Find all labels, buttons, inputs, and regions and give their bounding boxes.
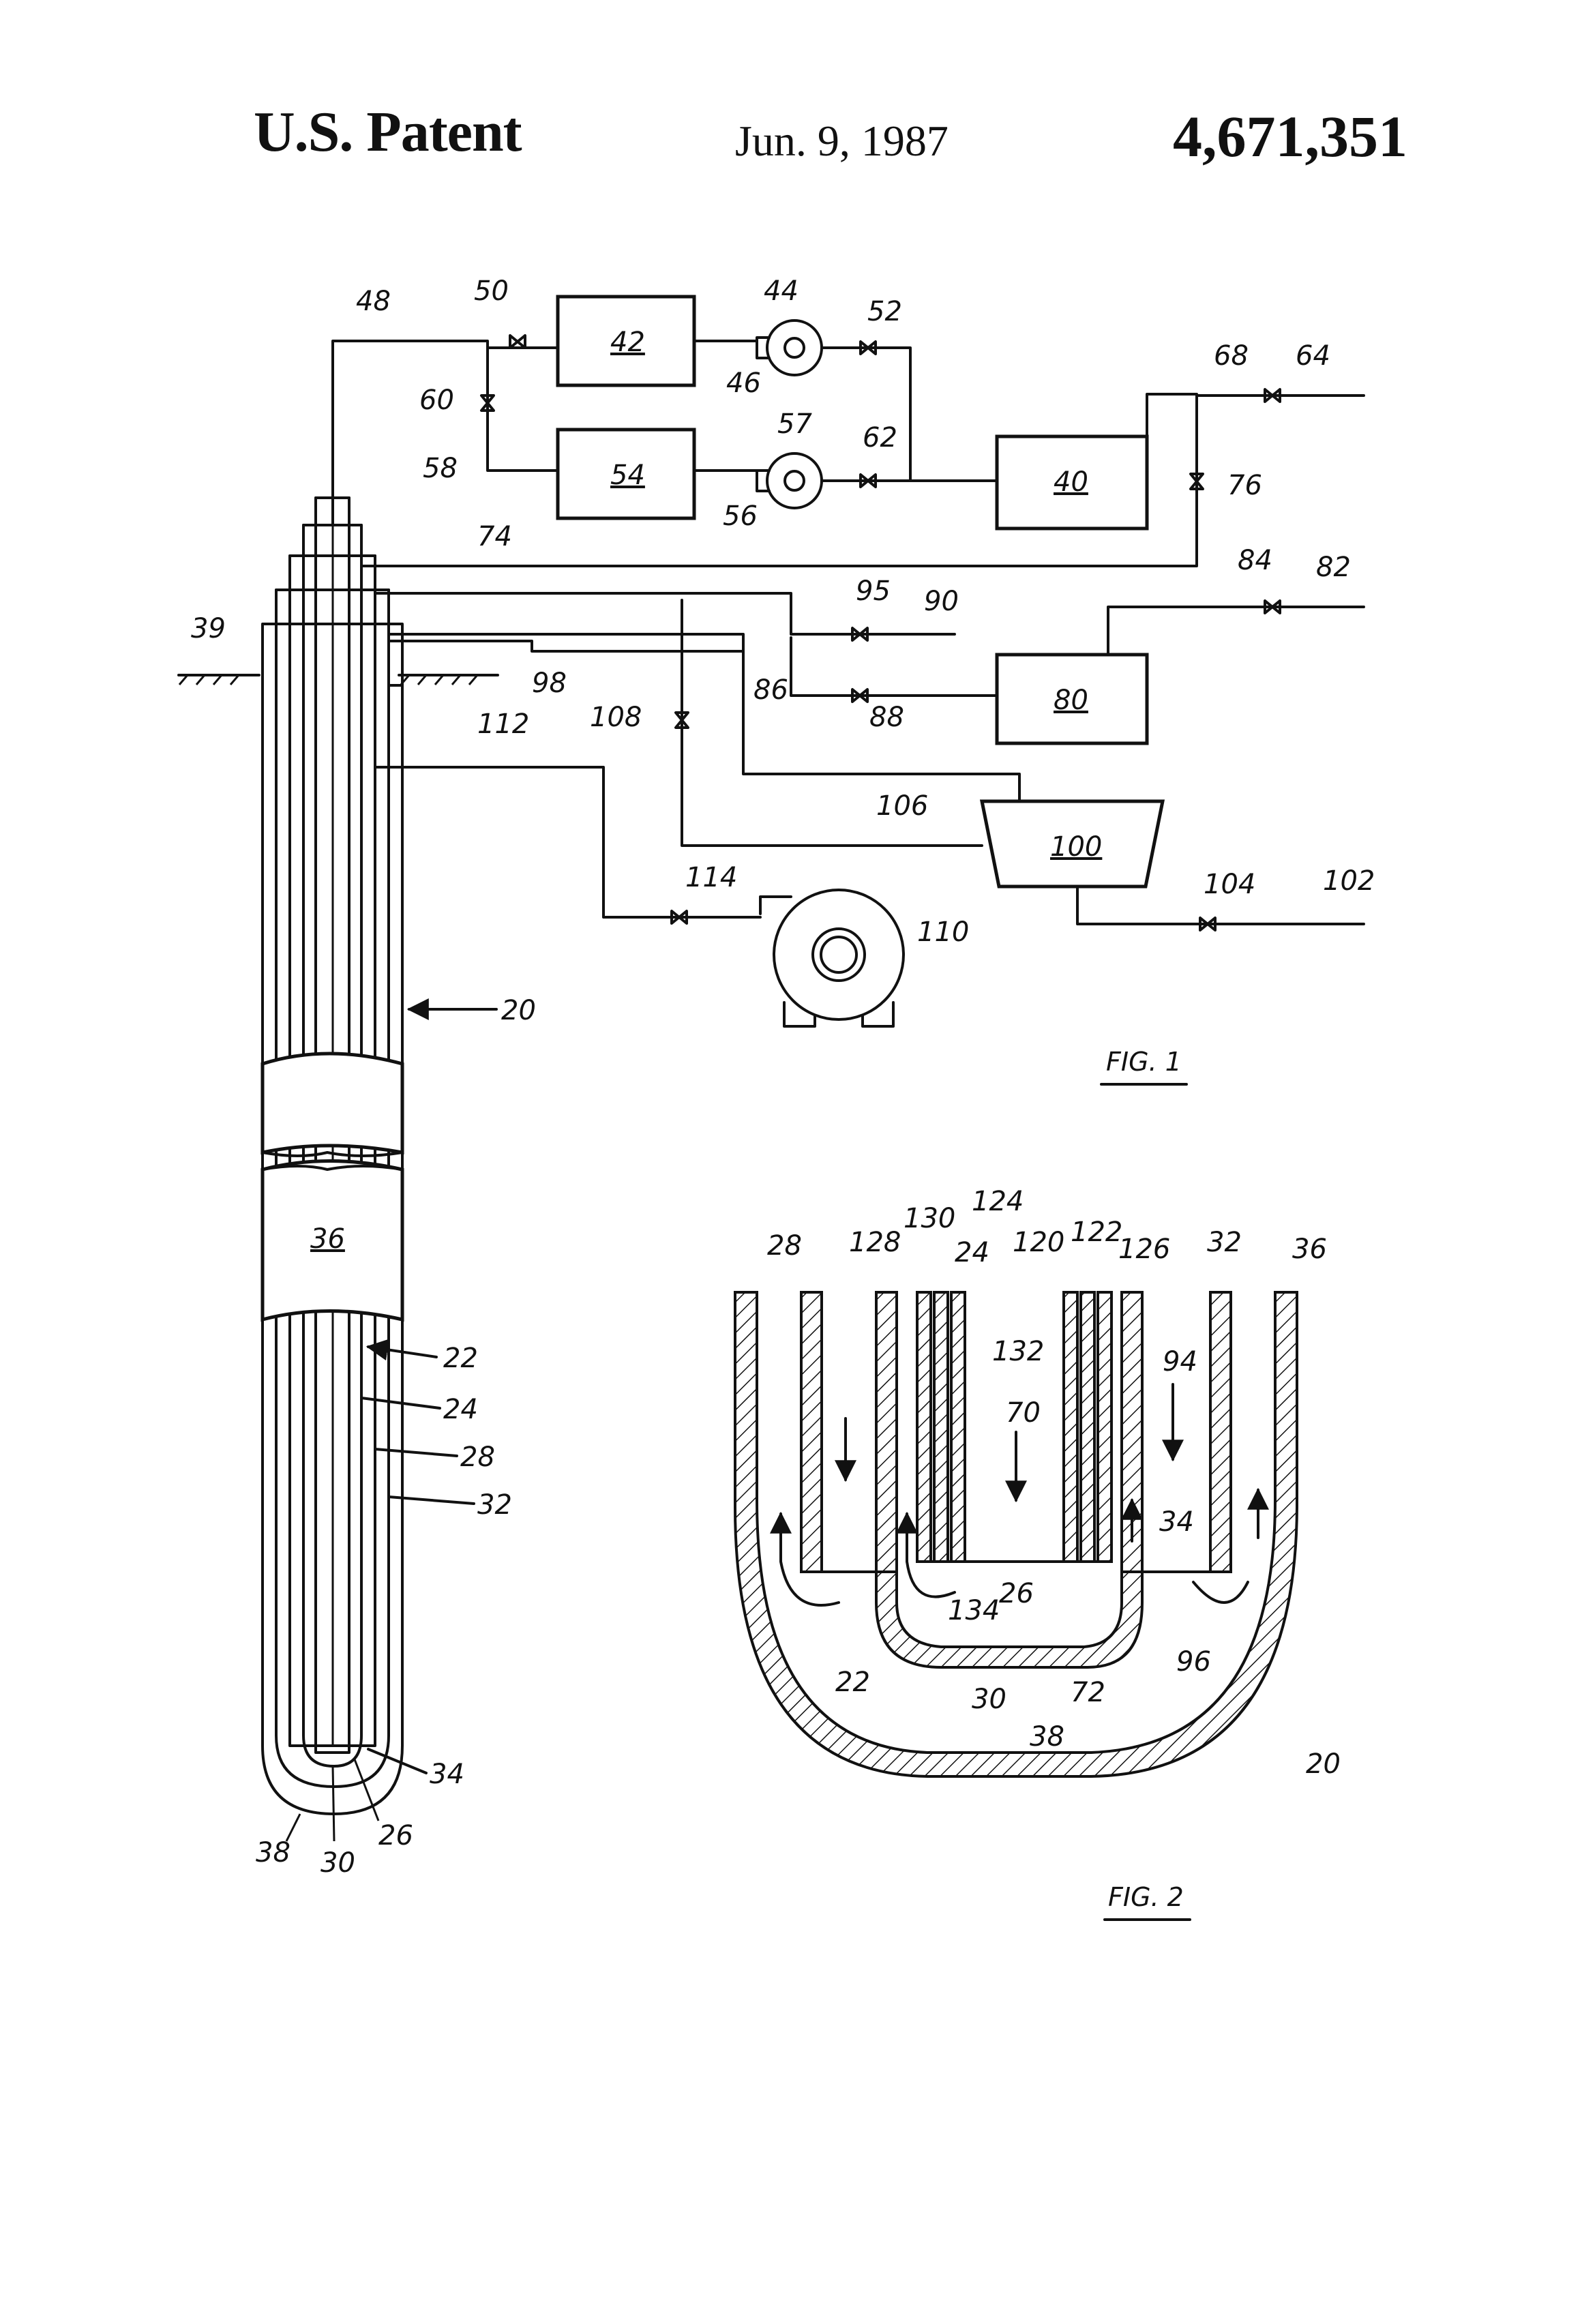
fig1-label-56: 56: [723, 501, 758, 532]
tube-120: [1064, 1292, 1077, 1562]
fig1-label-100: 100: [1050, 831, 1102, 863]
fig1-label-74: 74: [477, 521, 512, 552]
fig1-label-28: 28: [460, 1442, 495, 1473]
fig1-label-39: 39: [191, 613, 226, 644]
fig2-label-128: 128: [849, 1227, 901, 1258]
well-assembly: [263, 498, 402, 1814]
fig2-label-70: 70: [1006, 1397, 1041, 1429]
tube-130: [934, 1292, 948, 1562]
fig1-label-80: 80: [1054, 685, 1088, 716]
pump-57: [757, 453, 822, 508]
fig1-label-76: 76: [1227, 470, 1262, 501]
fig1-label-36: 36: [310, 1223, 345, 1255]
tube-126: [1098, 1292, 1111, 1562]
piping: [333, 341, 1364, 924]
tube-32-outer-wall: [1210, 1292, 1231, 1572]
fig2-label-130: 130: [904, 1203, 955, 1234]
fig1-label-54: 54: [610, 460, 645, 491]
fig1-label-114: 114: [685, 862, 737, 893]
fig2-label-94: 94: [1163, 1346, 1197, 1377]
fig1-label-60: 60: [419, 385, 454, 416]
tube-28-left-wall: [801, 1292, 822, 1572]
fig1-label-32: 32: [477, 1489, 512, 1521]
blower-110: [760, 890, 904, 1026]
fig1-label-84: 84: [1238, 545, 1272, 576]
fig1-label-46: 46: [726, 368, 761, 399]
fig2-label-28: 28: [767, 1230, 802, 1262]
fig1-label-90: 90: [924, 586, 959, 617]
fig2-label-20: 20: [1306, 1748, 1341, 1780]
fig1-label-40: 40: [1054, 466, 1088, 498]
tube-24: [951, 1292, 965, 1562]
tube-122: [1081, 1292, 1094, 1562]
fig1-caption: FIG. 1: [1106, 1047, 1182, 1077]
fig2-label-34: 34: [1159, 1506, 1194, 1538]
fig1-label-50: 50: [474, 275, 509, 307]
fig2-label-32: 32: [1207, 1227, 1242, 1258]
fig1-label-88: 88: [869, 702, 904, 733]
fig1-label-26: 26: [378, 1820, 413, 1851]
fig2-label-24: 24: [955, 1237, 989, 1268]
fig1-label-62: 62: [863, 422, 897, 453]
fig2-label-122: 122: [1071, 1217, 1122, 1248]
fig1-label-30: 30: [320, 1847, 355, 1879]
fig1-label-106: 106: [876, 790, 928, 822]
fig1-label-82: 82: [1316, 552, 1351, 583]
fig1-label-110: 110: [917, 917, 969, 948]
tube-128: [917, 1292, 931, 1562]
ground-surface: [179, 675, 498, 685]
fig1-label-108: 108: [590, 702, 642, 733]
fig1-label-20: 20: [501, 995, 536, 1026]
fig1-label-64: 64: [1296, 340, 1330, 372]
fig2-label-126: 126: [1118, 1234, 1170, 1265]
fig1-label-42: 42: [610, 327, 645, 358]
fig1-label-98: 98: [532, 668, 567, 699]
fig1-label-57: 57: [777, 408, 812, 440]
tube-28-inner-wall: [876, 1292, 897, 1572]
fig2-label-26: 26: [999, 1578, 1034, 1609]
fig2-label-22: 22: [835, 1667, 870, 1698]
fig2-label-38: 38: [1030, 1721, 1064, 1753]
fig2-label-134: 134: [948, 1595, 1000, 1626]
fig2-label-120: 120: [1013, 1227, 1064, 1258]
fig2-label-36: 36: [1292, 1234, 1327, 1265]
fig1-label-52: 52: [867, 296, 902, 327]
fig1-label-38: 38: [256, 1837, 290, 1868]
fig1-label-48: 48: [356, 286, 391, 317]
fig1-label-104: 104: [1204, 869, 1255, 900]
fig1-label-102: 102: [1323, 865, 1375, 897]
fig2-label-124: 124: [972, 1186, 1024, 1217]
fig1-label-44: 44: [764, 275, 799, 307]
fig2: 28 128 130 124 24 120 122 126 32 36 132 …: [735, 1186, 1341, 1920]
fig1-label-34: 34: [430, 1759, 464, 1790]
fig1-label-68: 68: [1214, 340, 1249, 372]
fig2-label-132: 132: [992, 1336, 1044, 1367]
fig1-label-22: 22: [443, 1343, 478, 1374]
fig2-caption: FIG. 2: [1108, 1882, 1184, 1912]
fig1-label-86: 86: [753, 674, 788, 706]
fig1-label-24: 24: [443, 1394, 478, 1425]
fig2-label-72: 72: [1071, 1677, 1105, 1708]
fig1-label-58: 58: [423, 453, 458, 484]
pump-44: [757, 321, 822, 375]
fig1-label-112: 112: [477, 709, 529, 740]
fig2-label-30: 30: [972, 1684, 1006, 1715]
fig2-label-96: 96: [1176, 1646, 1211, 1678]
fig1-label-95: 95: [856, 576, 891, 607]
